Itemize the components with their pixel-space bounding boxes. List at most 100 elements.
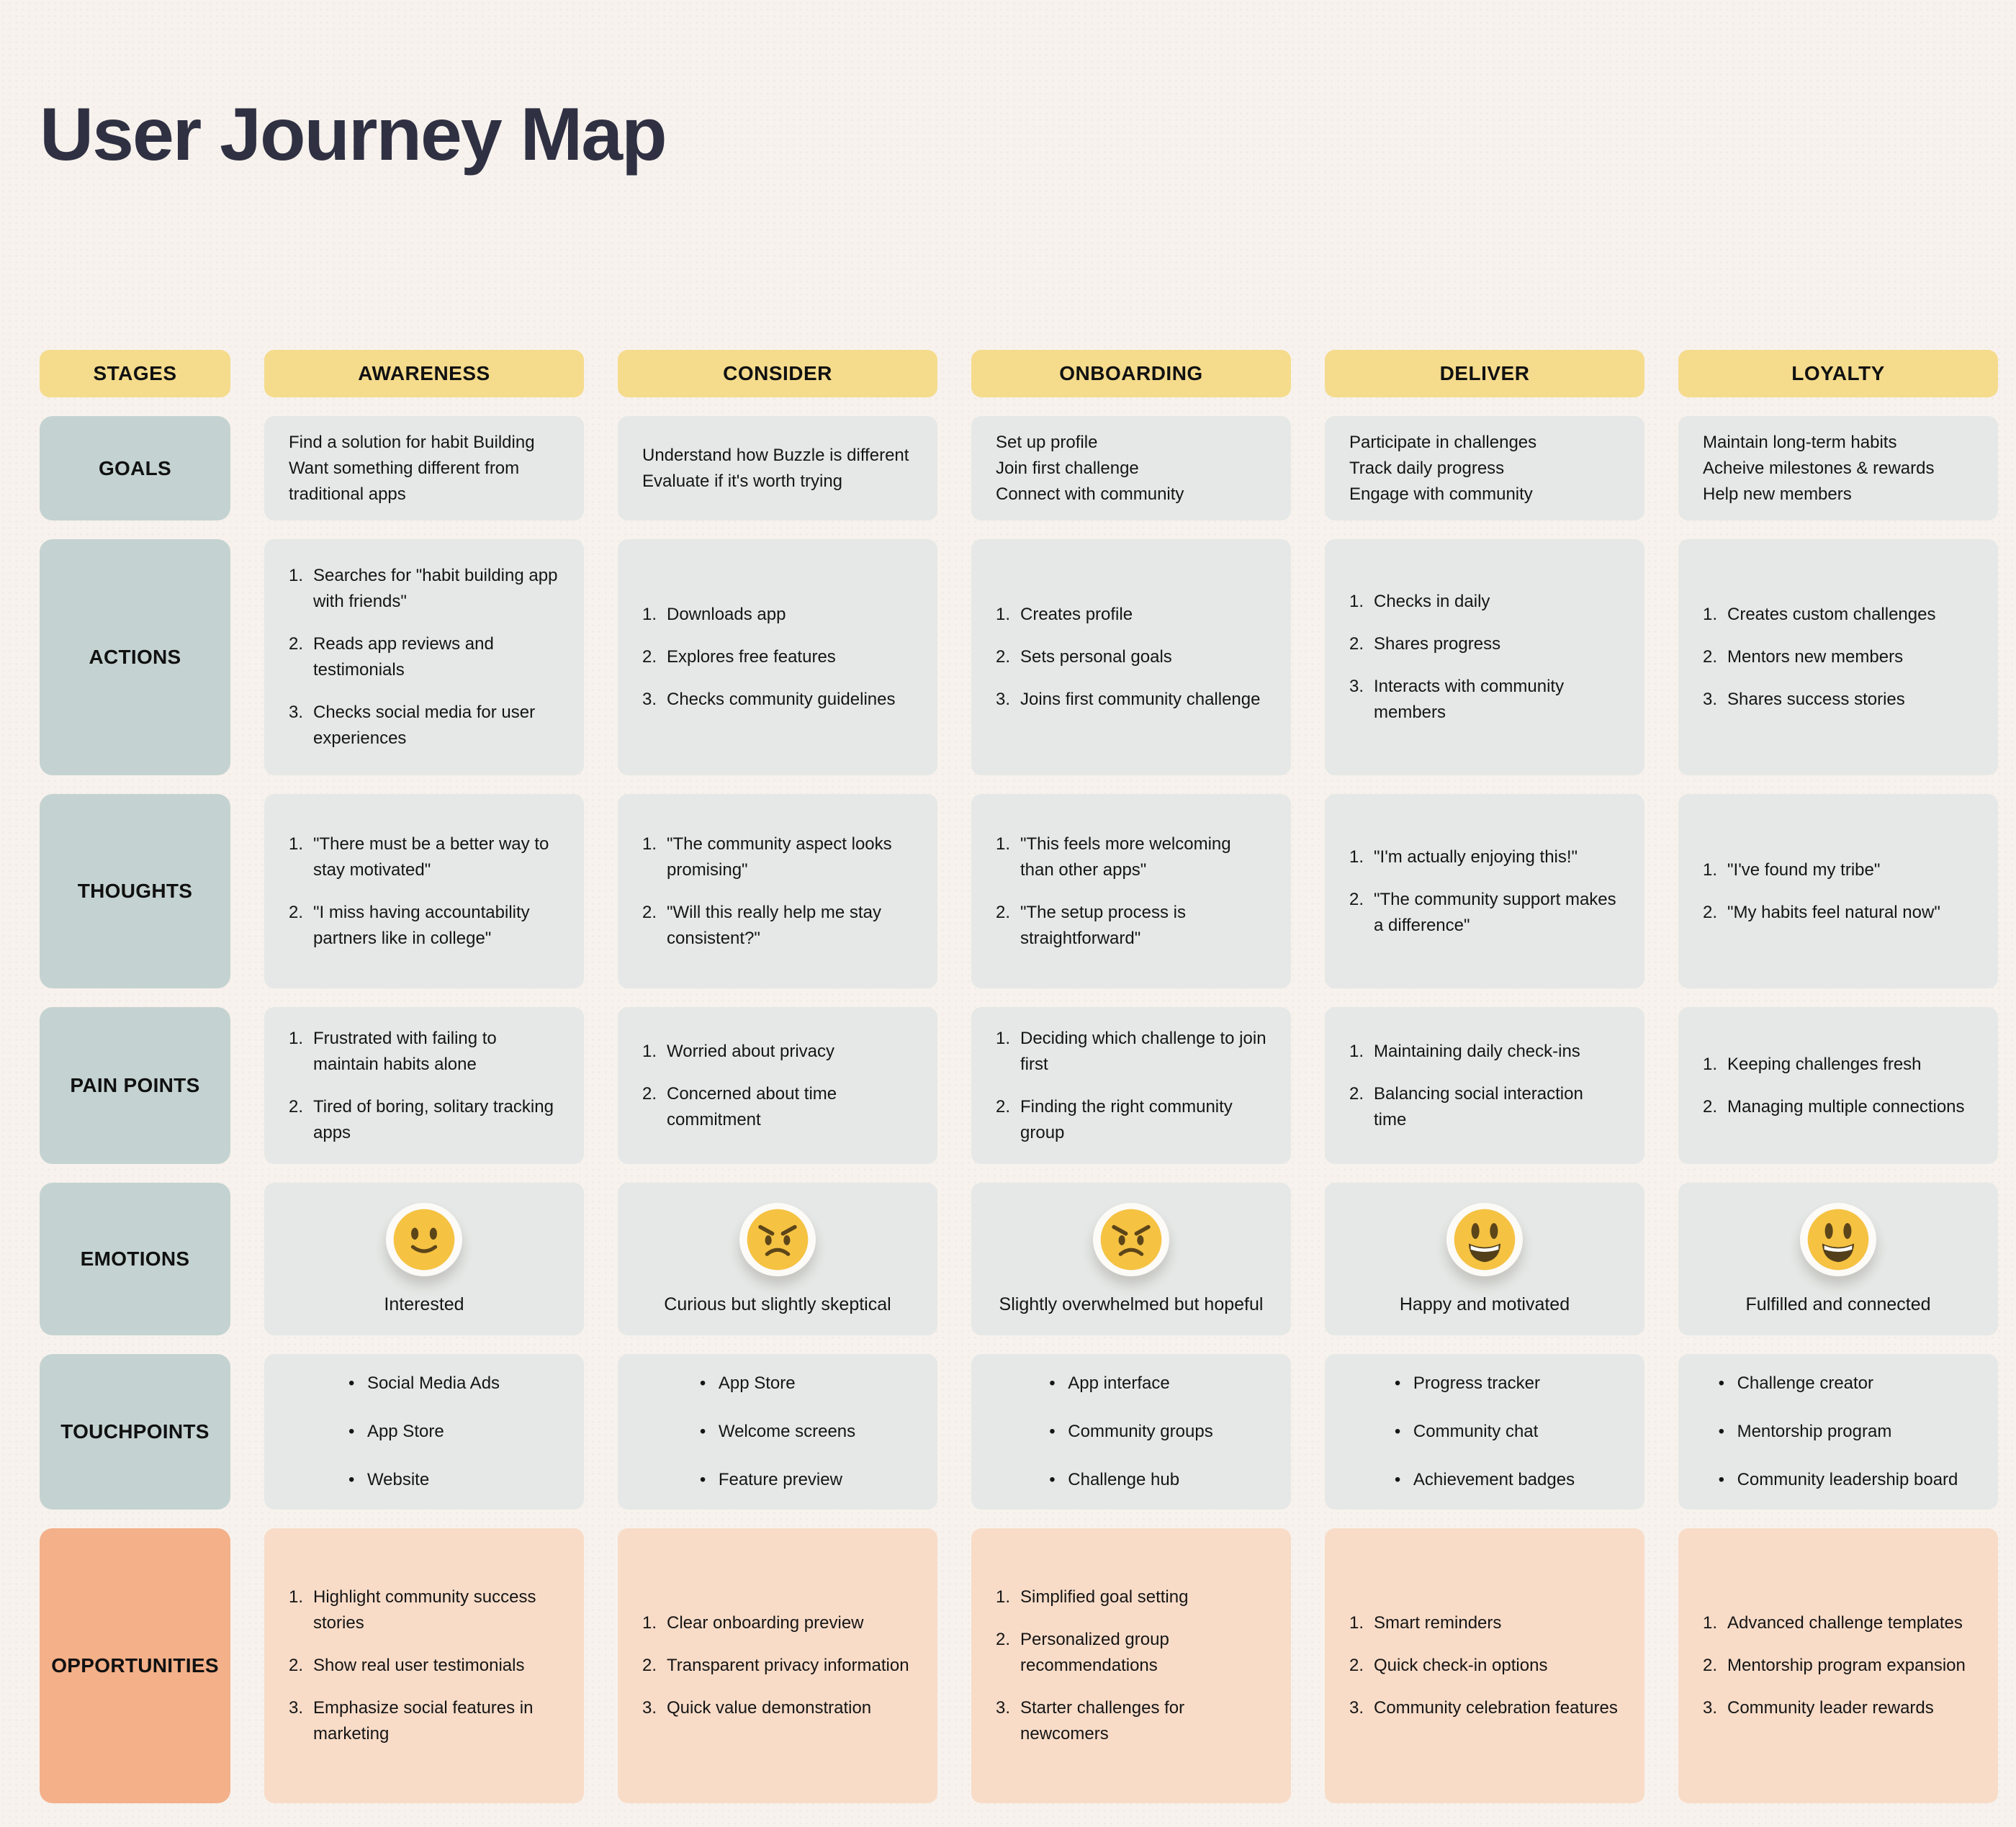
pain-points-list: 1.Deciding which challenge to join first… [996,1026,1266,1146]
item-text: Concerned about time commitment [667,1083,837,1129]
goal-line: Help new members [1703,484,1852,504]
bullet-icon: • [699,1422,706,1441]
item-text: Challenge hub [1068,1470,1180,1489]
thoughts-deliver-cell: 1."I'm actually enjoying this!"2."The co… [1325,794,1644,988]
list-item: •App Store [348,1419,500,1445]
list-item: 1."There must be a better way to stay mo… [289,831,559,883]
item-text: Explores free features [667,647,836,667]
item-text: Sets personal goals [1020,647,1172,667]
bullet-icon: • [1049,1422,1056,1441]
item-text: Balancing social interaction time [1374,1083,1583,1129]
list-item: •Community leadership board [1719,1467,1958,1493]
item-text: Interacts with community members [1374,677,1565,722]
list-item: 3.Joins first community challenge [996,687,1266,713]
touchpoints-list: •Social Media Ads•App Store•Website [348,1371,500,1493]
bullet-icon: • [1718,1422,1724,1441]
list-item: 3.Starter challenges for newcomers [996,1695,1266,1747]
item-number: 2. [1349,889,1364,909]
goal-line: Understand how Buzzle is different [642,445,909,465]
touchpoints-deliver-cell: •Progress tracker•Community chat•Achieve… [1325,1354,1644,1510]
item-text: Frustrated with failing to maintain habi… [313,1028,497,1074]
list-item: •Social Media Ads [348,1371,500,1397]
item-text: Quick check-in options [1374,1656,1548,1675]
item-text: Highlight community success stories [313,1587,536,1633]
touchpoints-list: •Challenge creator•Mentorship program•Co… [1719,1371,1958,1493]
goal-line: Acheive milestones & rewards [1703,458,1935,478]
emotions-loyalty-cell: Fulfilled and connected [1678,1183,1998,1335]
list-item: 1. Maintaining daily check-ins [1349,1039,1620,1065]
item-number: 1. [289,834,304,854]
list-item: 2. Shares progress [1349,631,1620,657]
item-text: Community leadership board [1737,1470,1958,1489]
item-text: "This feels more welcoming than other ap… [1020,834,1231,880]
item-text: Reads app reviews and testimonials [313,634,494,680]
angry-face-icon [739,1203,816,1276]
column-header-stages: STAGES [40,350,230,397]
item-text: Shares progress [1374,634,1501,654]
touchpoints-loyalty-cell: •Challenge creator•Mentorship program•Co… [1678,1354,1998,1510]
item-number: 2. [1703,1656,1718,1675]
item-text: "The setup process is straightforward" [1020,902,1186,948]
emotion-caption: Happy and motivated [1399,1294,1570,1314]
touchpoints-list: •Progress tracker•Community chat•Achieve… [1395,1371,1575,1493]
item-text: Maintaining daily check-ins [1374,1041,1580,1061]
item-number: 1. [642,834,657,854]
row-label-pain-points: PAIN POINTS [40,1007,230,1164]
list-item: 1.Creates custom challenges [1703,602,1974,628]
touchpoints-consider-cell: •App Store•Welcome screens•Feature previ… [618,1354,937,1510]
thoughts-list: 1."There must be a better way to stay mo… [289,831,559,952]
bullet-icon: • [348,1373,355,1393]
goal-line: Set up profile [996,432,1098,452]
item-text: Managing multiple connections [1727,1096,1965,1116]
item-number: 2. [1703,902,1718,922]
list-item: 1.Highlight community success stories [289,1584,559,1636]
item-text: Feature preview [718,1470,842,1489]
bullet-icon: • [699,1373,706,1393]
item-text: Checks community guidelines [667,690,896,709]
list-item: 2.Personalized group recommendations [996,1627,1266,1679]
item-number: 2. [289,1096,304,1116]
row-label-goals: GOALS [40,416,230,520]
item-number: 1. [1703,860,1718,880]
actions-list: 1.Searches for "habit building app with … [289,563,559,752]
goal-line: Join first challenge [996,458,1139,478]
touchpoints-onboarding-cell: •App interface•Community groups•Challeng… [971,1354,1291,1510]
bullet-icon: • [1049,1373,1056,1393]
item-number: 2. [996,902,1011,922]
item-text: Joins first community challenge [1020,690,1261,709]
bullet-icon: • [1049,1470,1056,1489]
thoughts-onboarding-cell: 1."This feels more welcoming than other … [971,794,1291,988]
item-text: Challenge creator [1737,1373,1874,1393]
list-item: 3.Community leader rewards [1703,1695,1974,1721]
list-item: 1.Downloads app [642,602,913,628]
item-text: "Will this really help me stay consisten… [667,902,881,948]
emotions-onboarding-cell: Slightly overwhelmed but hopeful [971,1183,1291,1335]
item-text: Community chat [1413,1422,1539,1441]
bullet-icon: • [348,1470,355,1489]
item-text: Smart reminders [1374,1613,1502,1633]
column-header-loyalty: LOYALTY [1678,350,1998,397]
item-number: 2. [1349,634,1364,654]
item-text: "My habits feel natural now" [1727,902,1940,922]
item-number: 2. [1349,1656,1364,1675]
pain-points-onboarding-cell: 1.Deciding which challenge to join first… [971,1007,1291,1164]
item-text: Mentorship program expansion [1727,1656,1966,1675]
angry-face-icon [1093,1203,1169,1276]
item-number: 2. [1703,1096,1718,1116]
emotion-caption: Curious but slightly skeptical [664,1294,891,1314]
goal-line: Find a solution for habit Building [289,432,535,452]
item-text: Downloads app [667,605,786,624]
bullet-icon: • [699,1470,706,1489]
list-item: •App Store [700,1371,855,1397]
item-number: 1. [1349,1041,1364,1061]
